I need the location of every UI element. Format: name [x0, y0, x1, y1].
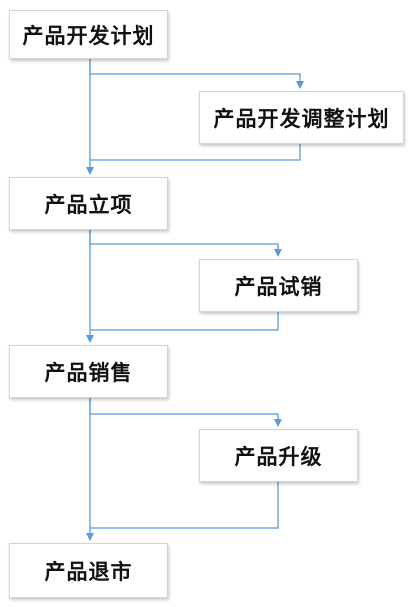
connector-trial-to-sales	[90, 312, 279, 331]
connector-upgrade-to-exit	[90, 482, 279, 529]
node-product-upgrade: 产品升级	[199, 429, 358, 482]
node-product-sales: 产品销售	[9, 345, 168, 398]
connector-project-to-trial	[89, 230, 282, 257]
node-product-project: 产品立项	[9, 177, 168, 230]
node-product-dev-plan: 产品开发计划	[9, 10, 168, 59]
connector-plan-to-adjust	[89, 59, 304, 89]
node-product-exit: 产品退市	[9, 543, 168, 598]
node-product-dev-adjust-plan: 产品开发调整计划	[199, 91, 404, 144]
node-product-trial-sale: 产品试销	[199, 259, 358, 312]
connector-adjust-to-project	[90, 144, 301, 161]
connector-sales-to-upgrade	[89, 398, 282, 427]
